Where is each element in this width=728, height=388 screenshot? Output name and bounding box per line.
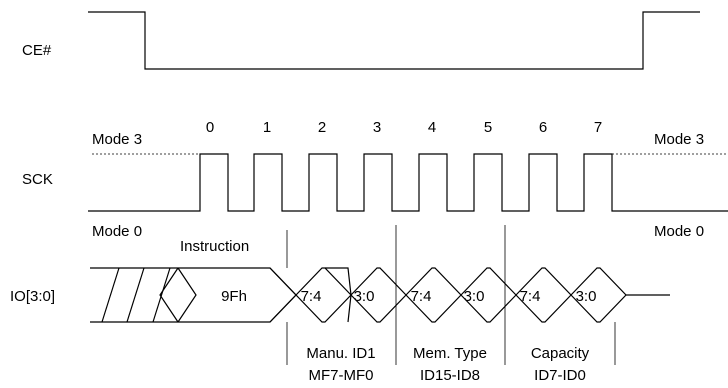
nibble-label: 7:4 [301, 288, 322, 305]
field-labels: Manu. ID1 MF7-MF0 Mem. Type ID15-ID8 Cap… [306, 345, 589, 384]
nibble-labels: 7:4 3:0 7:4 3:0 7:4 3:0 [301, 288, 597, 305]
clock-number: 6 [539, 119, 547, 136]
field-label-manu-id: Manu. ID1 [306, 345, 375, 362]
sck-label: SCK [22, 171, 53, 188]
mode3-left-label: Mode 3 [92, 131, 142, 148]
io-label: IO[3:0] [10, 288, 55, 305]
mode0-right-label: Mode 0 [654, 223, 704, 240]
clock-number: 5 [484, 119, 492, 136]
field-sublabel-manu-id: MF7-MF0 [309, 367, 374, 384]
ce-waveform [88, 11, 700, 70]
clock-number: 4 [428, 119, 436, 136]
clock-number: 2 [318, 119, 326, 136]
mode3-right-label: Mode 3 [654, 131, 704, 148]
nibble-label: 3:0 [464, 288, 485, 305]
mode0-left-label: Mode 0 [92, 223, 142, 240]
nibble-label: 3:0 [354, 288, 375, 305]
clock-number: 7 [594, 119, 602, 136]
clock-number: 3 [373, 119, 381, 136]
io-bus [90, 267, 670, 323]
field-sublabel-capacity: ID7-ID0 [534, 367, 586, 384]
clock-number: 1 [263, 119, 271, 136]
nibble-label: 3:0 [576, 288, 597, 305]
clock-numbers: 0 1 2 3 4 5 6 7 [206, 119, 602, 136]
sck-waveform [88, 153, 728, 212]
field-label-mem-type: Mem. Type [413, 345, 487, 362]
field-sublabel-mem-type: ID15-ID8 [420, 367, 480, 384]
opcode-label: 9Fh [221, 288, 247, 305]
instruction-label: Instruction [180, 238, 249, 255]
nibble-label: 7:4 [520, 288, 541, 305]
ce-label: CE# [22, 42, 52, 59]
clock-number: 0 [206, 119, 214, 136]
field-label-capacity: Capacity [531, 345, 590, 362]
nibble-label: 7:4 [411, 288, 432, 305]
